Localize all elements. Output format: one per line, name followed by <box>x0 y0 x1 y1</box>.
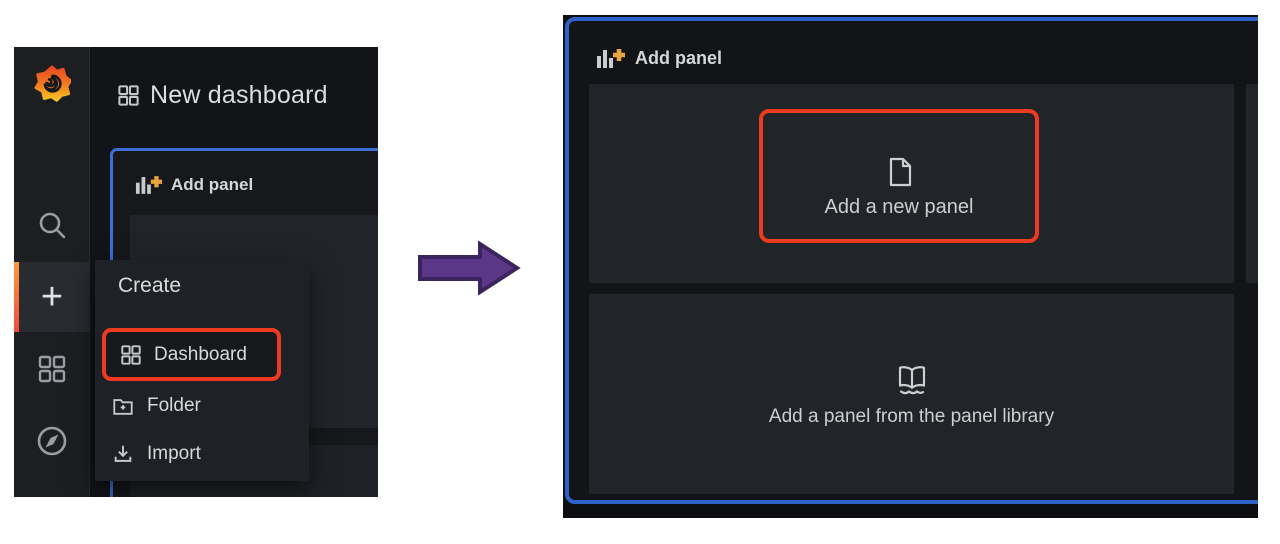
add-panel-widget: Add panel Add a new panel Add a panel fr… <box>565 17 1258 504</box>
widget-title: Add panel <box>635 48 723 68</box>
add-new-panel-label: Add a new panel <box>824 195 974 218</box>
dashboard-grid-icon <box>118 84 139 106</box>
add-panel-from-library-label: Add a panel from the panel library <box>768 405 1055 427</box>
add-new-panel-button[interactable]: Add a new panel <box>759 109 1039 243</box>
add-panel-widget-header: Add panel <box>596 48 722 69</box>
dashboard-grid-icon <box>121 344 141 365</box>
bar-chart-plus-icon <box>597 49 625 68</box>
grafana-new-dashboard-screenshot: + New dashboard <box>14 47 378 497</box>
create-menu: Create Dashboard Folder <box>95 260 309 481</box>
book-open-icon <box>898 365 925 394</box>
search-icon[interactable] <box>36 209 68 241</box>
add-panel-from-library-button[interactable]: Add a panel from the panel library <box>589 294 1234 494</box>
page-header: New dashboard <box>117 81 328 109</box>
adjacent-panel-edge <box>1246 84 1258 283</box>
plus-icon: + <box>40 275 64 318</box>
download-icon <box>114 445 132 462</box>
dashboards-grid-icon[interactable] <box>37 354 67 384</box>
menu-item-label: Import <box>147 443 201 464</box>
sidebar: + <box>14 47 90 497</box>
grafana-logo-icon <box>34 65 71 102</box>
sidebar-item-create[interactable]: + <box>14 262 90 332</box>
active-accent-bar <box>14 262 19 332</box>
menu-item-dashboard[interactable]: Dashboard <box>102 328 281 381</box>
bar-chart-plus-icon <box>135 176 163 194</box>
option-area-new-panel <box>589 84 1234 283</box>
menu-item-folder[interactable]: Folder <box>112 391 201 421</box>
add-panel-widget-header: Add panel <box>135 175 253 195</box>
menu-item-label: Dashboard <box>154 343 247 365</box>
step-arrow-icon <box>418 241 521 295</box>
file-icon <box>889 157 912 186</box>
widget-title: Add panel <box>171 175 254 194</box>
menu-item-import[interactable]: Import <box>112 439 201 469</box>
page-title: New dashboard <box>150 80 328 109</box>
create-menu-title: Create <box>118 274 182 297</box>
add-panel-screenshot: Add panel Add a new panel Add a panel fr… <box>563 15 1258 518</box>
folder-plus-icon <box>113 399 133 415</box>
menu-item-label: Folder <box>147 395 201 416</box>
compass-icon[interactable] <box>35 424 69 458</box>
